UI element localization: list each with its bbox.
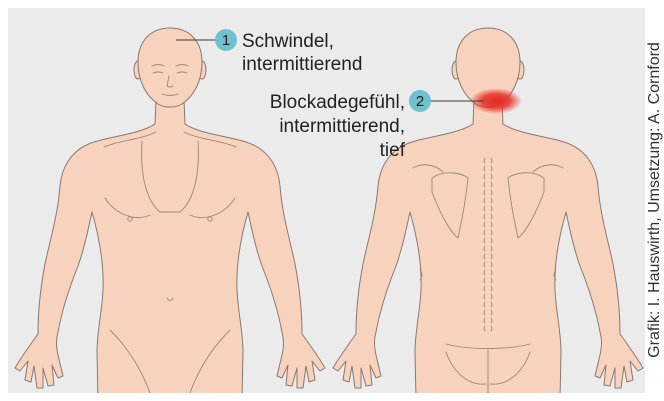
annotation-2-label-line-2: intermittierend, (279, 116, 405, 137)
image-credit: Grafik: I. Hauswirth, Umsetzung: A. Corn… (646, 42, 663, 358)
annotation-1-number: 1 (222, 32, 230, 49)
annotation-1-label-line-2: intermittierend (242, 54, 362, 75)
annotation-1-label-line-1: Schwindel, (242, 31, 334, 52)
annotation-2-number: 2 (416, 93, 424, 110)
annotation-2-label-line-3: tief (380, 140, 406, 161)
annotation-2-label-line-1: Blockadegefühl, (270, 92, 405, 113)
